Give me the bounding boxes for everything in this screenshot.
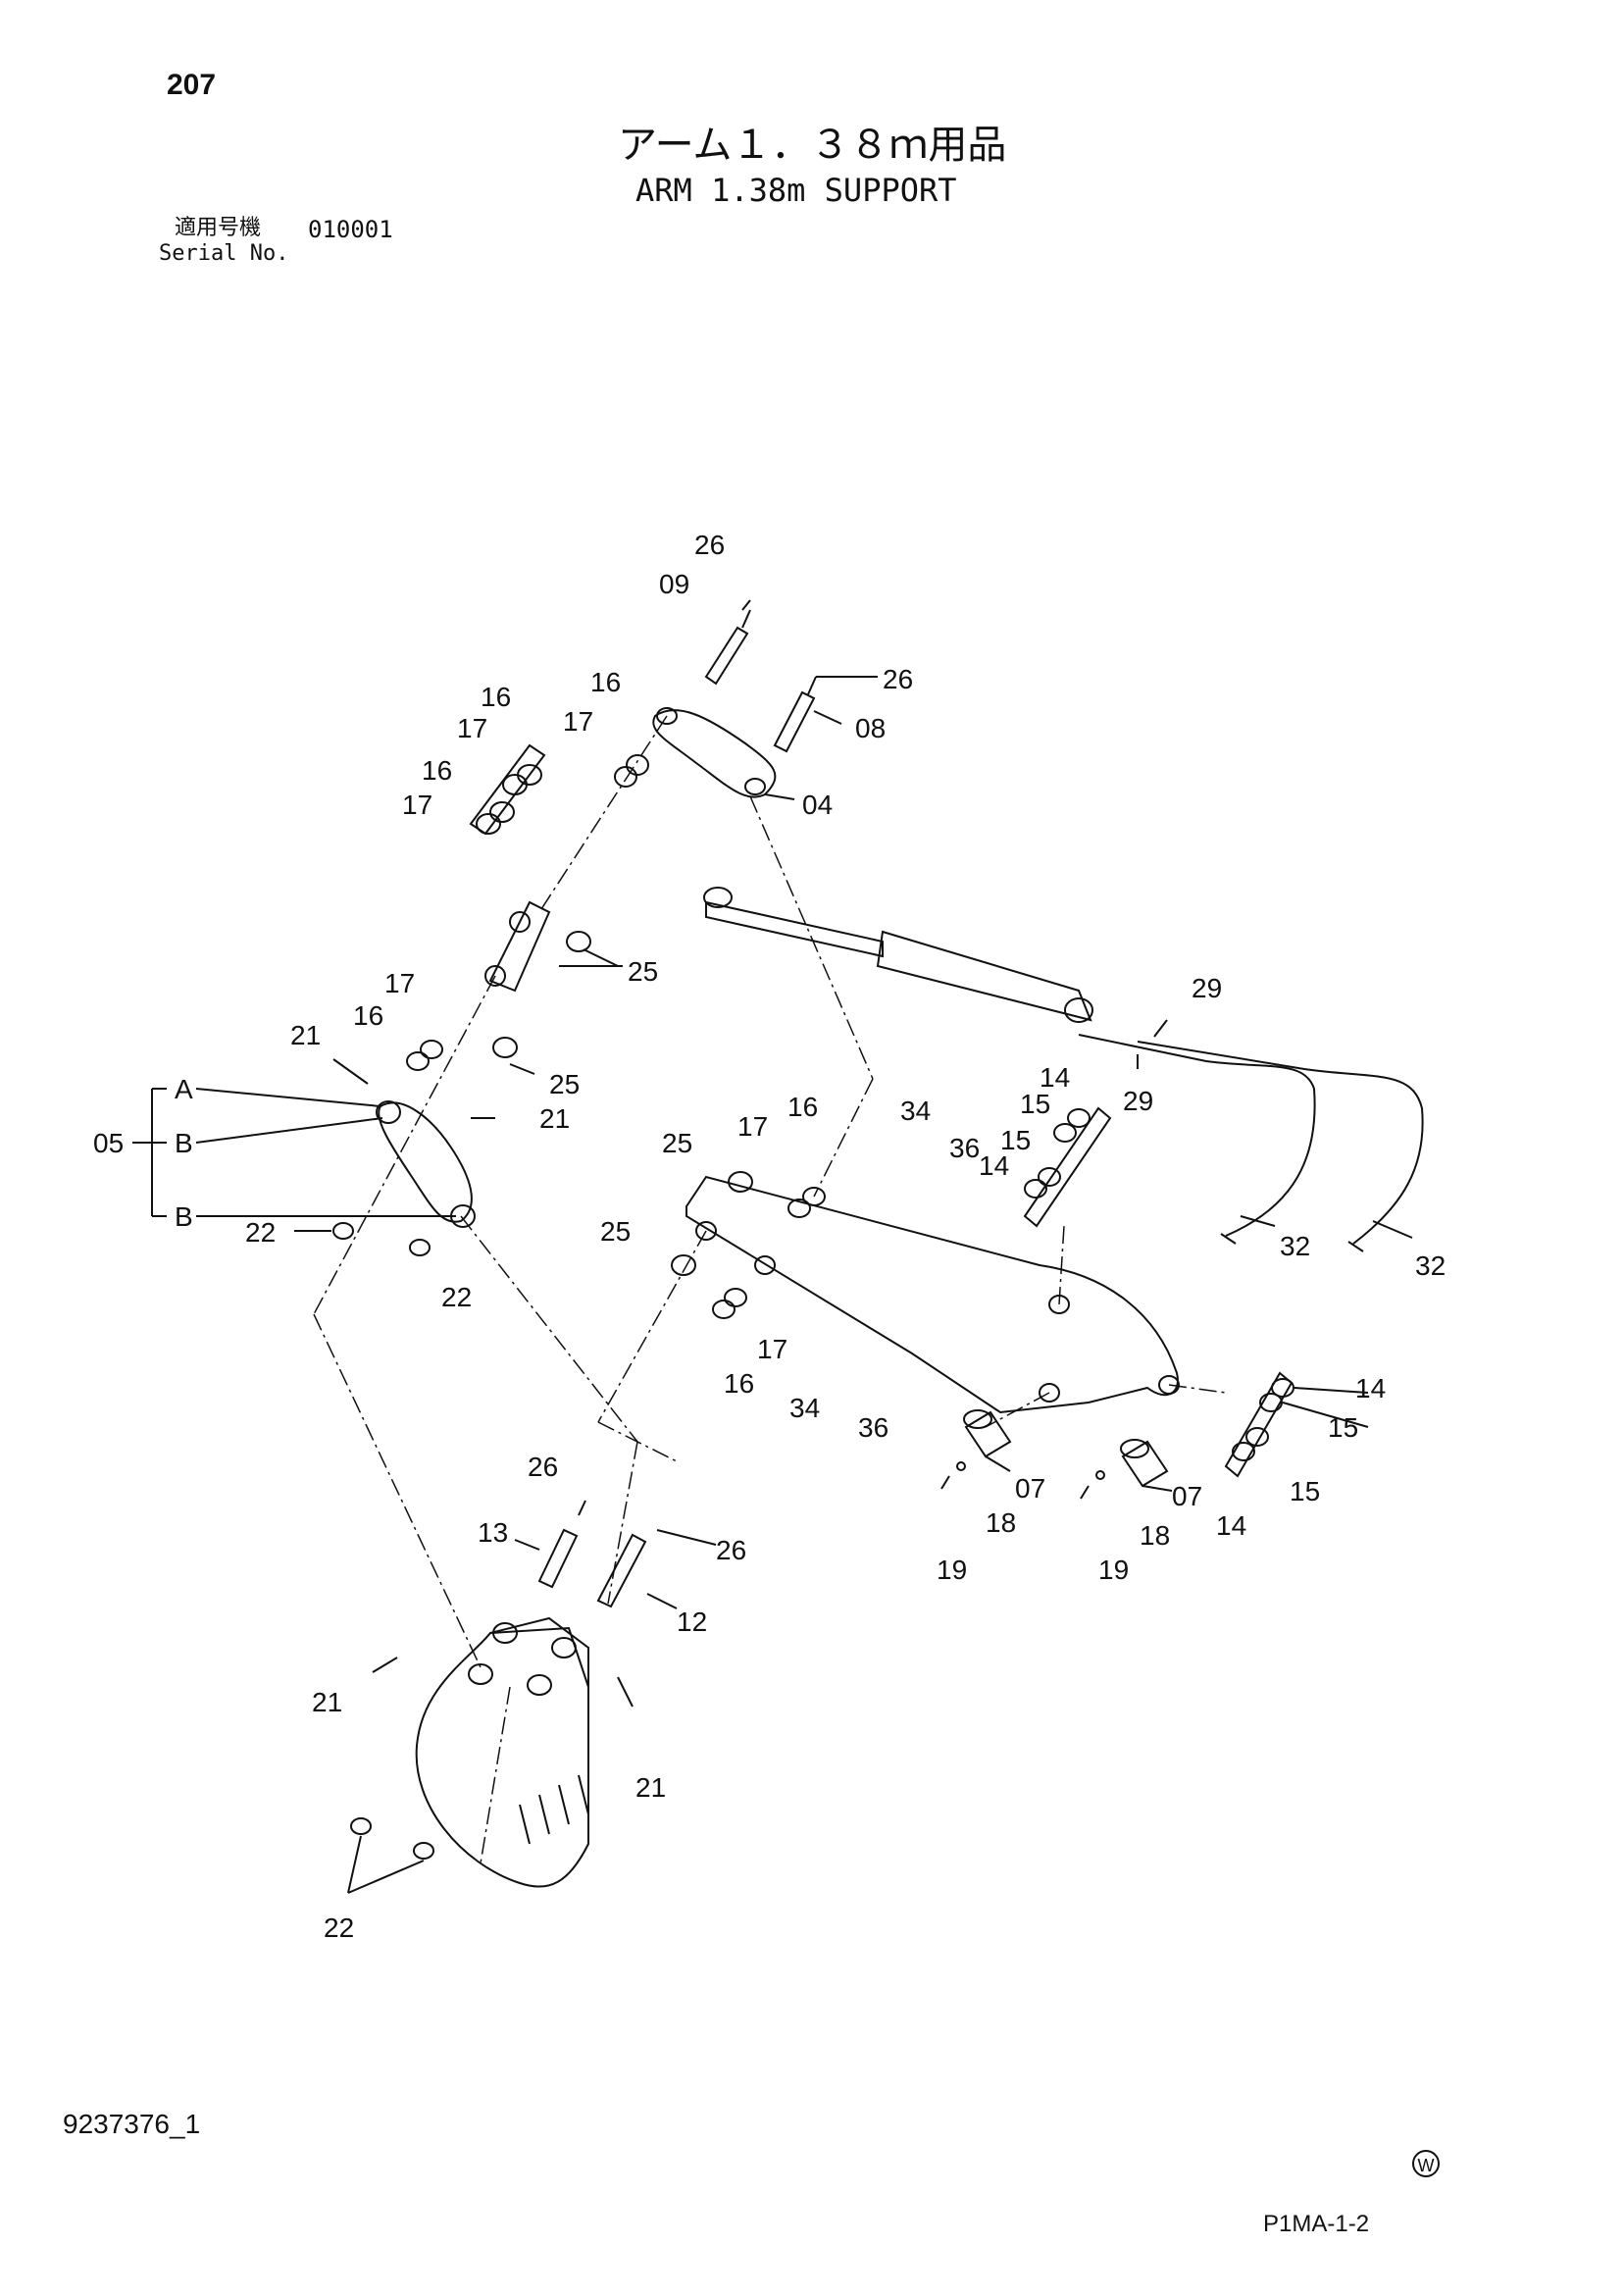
callout-07: 07 — [1015, 1473, 1045, 1504]
callout-14: 14 — [1355, 1373, 1386, 1403]
callout-36: 36 — [858, 1412, 888, 1443]
callout-14: 14 — [979, 1150, 1009, 1181]
callout-17: 17 — [757, 1334, 787, 1364]
callout-15: 15 — [1290, 1476, 1320, 1506]
page-code: P1MA-1-2 — [1263, 2211, 1370, 2237]
circled-mark: W — [1412, 2150, 1440, 2177]
callout-21: 21 — [539, 1103, 570, 1134]
callout-b: B — [175, 1201, 193, 1232]
callout-17: 17 — [402, 790, 432, 820]
callout-16: 16 — [481, 682, 511, 712]
callout-04: 04 — [802, 790, 833, 820]
callout-29: 29 — [1123, 1086, 1153, 1116]
callout-16: 16 — [787, 1092, 818, 1122]
callout-16: 16 — [724, 1368, 754, 1399]
callout-17: 17 — [457, 713, 487, 743]
bucket-cylinder — [703, 887, 1093, 1023]
callout-14: 14 — [1216, 1510, 1246, 1541]
callout-b: B — [175, 1128, 193, 1158]
link-04 — [652, 707, 777, 798]
callout-16: 16 — [422, 755, 452, 786]
callout-21: 21 — [635, 1772, 666, 1803]
bucket — [350, 1616, 589, 1888]
callout-25: 25 — [662, 1128, 692, 1158]
callout-07: 07 — [1172, 1481, 1202, 1511]
pin-07-right — [1080, 1439, 1169, 1500]
side-link-bracket — [406, 900, 591, 1071]
link-05 — [332, 1100, 476, 1256]
center-lines — [313, 715, 1227, 1864]
serial-label-english: Serial No. — [159, 241, 289, 266]
callout-26: 26 — [528, 1452, 558, 1482]
callout-26: 26 — [716, 1535, 746, 1565]
callout-34: 34 — [900, 1096, 931, 1126]
callout-19: 19 — [1098, 1555, 1129, 1585]
hose-lines — [1078, 1034, 1424, 1252]
callout-29: 29 — [1192, 973, 1222, 1003]
serial-label-japanese: 適用号機 — [175, 216, 262, 240]
callout-21: 21 — [290, 1020, 321, 1050]
callout-22: 22 — [324, 1913, 354, 1943]
callout-32: 32 — [1280, 1231, 1310, 1261]
callout-14: 14 — [1040, 1062, 1070, 1093]
callout-15: 15 — [1020, 1089, 1050, 1119]
callout-15: 15 — [1328, 1412, 1358, 1443]
serial-number-value: 010001 — [308, 216, 393, 243]
callout-15: 15 — [1000, 1125, 1031, 1155]
pin-07-left — [940, 1409, 1012, 1490]
pin-12 — [596, 1533, 647, 1608]
callout-19: 19 — [937, 1555, 967, 1585]
callout-18: 18 — [986, 1507, 1016, 1538]
callout-22: 22 — [245, 1217, 276, 1248]
callout-17: 17 — [737, 1111, 768, 1142]
pin-09 — [704, 609, 751, 686]
callout-18: 18 — [1140, 1520, 1170, 1551]
callout-12: 12 — [677, 1607, 707, 1637]
callout-25: 25 — [549, 1069, 580, 1099]
callout-05: 05 — [93, 1128, 124, 1158]
callout-09: 09 — [659, 569, 689, 599]
callout-36: 36 — [949, 1133, 980, 1163]
page-number: 207 — [167, 69, 217, 101]
callout-leaders — [132, 599, 1413, 1894]
callout-34: 34 — [789, 1393, 820, 1423]
callout-25: 25 — [628, 956, 658, 987]
shim-plate-right-lower — [1224, 1371, 1294, 1478]
callout-25: 25 — [600, 1216, 631, 1247]
pin-13 — [537, 1500, 586, 1589]
callout-a: A — [175, 1074, 193, 1104]
shim-plate-upper — [469, 743, 649, 836]
callout-16: 16 — [353, 1000, 383, 1031]
callout-32: 32 — [1415, 1250, 1446, 1281]
arm-body — [671, 1171, 1180, 1414]
callout-22: 22 — [441, 1282, 472, 1312]
callout-26: 26 — [883, 664, 913, 694]
callout-13: 13 — [478, 1517, 508, 1548]
callout-08: 08 — [855, 713, 886, 743]
document-code: 9237376_1 — [63, 2109, 201, 2139]
callout-17: 17 — [384, 968, 415, 998]
shim-plate-right-upper — [1023, 1106, 1112, 1228]
callout-26: 26 — [694, 530, 725, 560]
pin-08 — [773, 676, 817, 753]
page-title-english: ARM 1.38m SUPPORT — [635, 172, 957, 209]
callout-17: 17 — [563, 706, 593, 737]
callout-21: 21 — [312, 1687, 342, 1717]
callout-16: 16 — [590, 667, 621, 697]
page-title-japanese: アーム１．３８ｍ用品 — [618, 123, 1007, 168]
